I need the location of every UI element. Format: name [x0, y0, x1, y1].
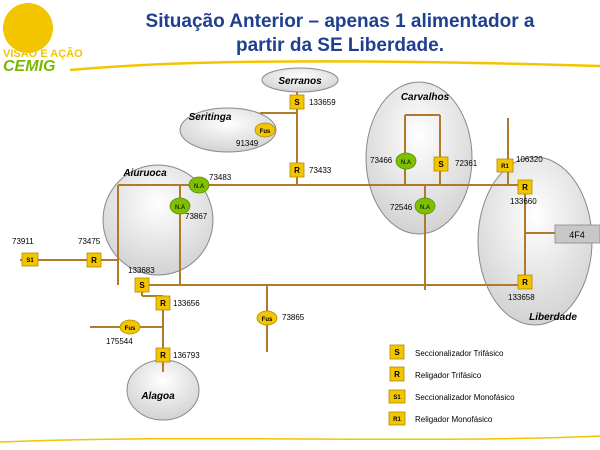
svg-text:Seccionalizador Monofásico: Seccionalizador Monofásico: [415, 393, 515, 402]
title-line-2: partir da SE Liberdade.: [236, 35, 444, 56]
title-line-1: Situação Anterior – apenas 1 alimentador…: [145, 11, 535, 32]
svg-text:S: S: [294, 98, 300, 107]
code-136793: 136793: [173, 351, 200, 360]
code-73466: 73466: [370, 156, 393, 165]
code-73475: 73475: [78, 237, 101, 246]
svg-text:N.A: N.A: [194, 184, 205, 190]
page-title: Situação Anterior – apenas 1 alimentador…: [110, 10, 570, 58]
code-73867: 73867: [185, 212, 208, 221]
r-recloser-136793: R: [155, 347, 171, 363]
substation-aiuruoca-ellipse: [102, 164, 214, 276]
code-73865: 73865: [282, 313, 305, 322]
label-aiuruoca: Aiuruoca: [122, 168, 167, 179]
code-72546: 72546: [390, 203, 413, 212]
fuse-91349: Fus: [254, 122, 276, 138]
label-carvalhos: Carvalhos: [401, 92, 450, 103]
r-recloser-73433: R: [289, 162, 305, 178]
r-recloser-73475: R: [86, 252, 102, 268]
svg-text:Fus: Fus: [262, 317, 273, 323]
code-133659: 133659: [309, 98, 336, 107]
substation-seritinga-ellipse: [179, 107, 277, 153]
svg-text:Fus: Fus: [125, 326, 136, 332]
svg-text:N.A: N.A: [420, 205, 431, 211]
svg-text:R: R: [160, 299, 166, 308]
feeder-4f4-label: 4F4: [569, 230, 585, 240]
svg-text:S: S: [438, 160, 444, 169]
svg-text:S1: S1: [393, 395, 401, 401]
feeder-4f4-box: [554, 224, 600, 244]
r-recloser-133660: R: [517, 179, 533, 195]
label-serranos: Serranos: [278, 76, 322, 87]
svg-text:N.A: N.A: [175, 205, 186, 211]
substation-serranos-ellipse: [261, 67, 339, 93]
legend: S Seccionalizador Trifásico R Religador …: [388, 344, 515, 426]
code-133656: 133656: [173, 299, 200, 308]
substation-carvalhos-ellipse: [365, 81, 473, 235]
r-recloser-133658: R: [517, 274, 533, 290]
na-switch-72546: N.A: [414, 197, 436, 215]
svg-text:S: S: [394, 348, 400, 357]
logo-sun-circle: [3, 3, 53, 53]
svg-text:R: R: [91, 256, 97, 265]
svg-text:R: R: [522, 278, 528, 287]
code-91349: 91349: [236, 139, 259, 148]
svg-text:R1: R1: [501, 164, 509, 170]
svg-text:N.A: N.A: [401, 160, 412, 166]
r1-recloser-106320: R1: [496, 158, 514, 173]
code-73911: 73911: [12, 237, 34, 246]
svg-text:R: R: [394, 370, 400, 379]
svg-text:Seccionalizador Trifásico: Seccionalizador Trifásico: [415, 349, 504, 358]
logo-text-bottom: CEMIG: [3, 58, 56, 75]
svg-text:S: S: [139, 281, 145, 290]
svg-text:Religador Trifásico: Religador Trifásico: [415, 371, 482, 380]
svg-text:Fus: Fus: [260, 129, 271, 135]
svg-text:R1: R1: [393, 417, 401, 423]
na-switch-73483: N.A: [188, 176, 210, 194]
fuse-73865: Fus: [256, 310, 278, 326]
label-seritinga: Seritinga: [189, 112, 232, 123]
header-swoosh: [69, 59, 600, 72]
label-alagoa: Alagoa: [140, 391, 175, 402]
code-133683: 133683: [128, 266, 155, 275]
label-liberdade: Liberdade: [529, 312, 577, 323]
svg-text:S1: S1: [26, 258, 34, 264]
code-133658: 133658: [508, 293, 535, 302]
r-recloser-133656: R: [155, 295, 171, 311]
code-133660: 133660: [510, 197, 537, 206]
code-175544: 175544: [106, 337, 133, 346]
s-switch-aiuruoca: S: [134, 277, 150, 293]
logo-text-top: VISÃO E AÇÃO: [3, 48, 83, 60]
s-switch-carvalhos: S: [433, 156, 449, 172]
legend-item-r1: R1 Religador Monofásico: [388, 411, 493, 426]
code-106320: 106320: [516, 155, 543, 164]
svg-text:Religador Monofásico: Religador Monofásico: [415, 415, 493, 424]
svg-text:R: R: [522, 183, 528, 192]
legend-item-r: R Religador Trifásico: [389, 366, 482, 382]
svg-text:R: R: [160, 351, 166, 360]
s1-switch-73911: S1: [21, 252, 39, 267]
na-switch-73867: N.A: [169, 197, 191, 215]
legend-item-s1: S1 Seccionalizador Monofásico: [388, 389, 515, 404]
code-73483: 73483: [209, 173, 232, 182]
svg-text:R: R: [294, 166, 300, 175]
legend-item-s: S Seccionalizador Trifásico: [389, 344, 504, 360]
code-73433: 73433: [309, 166, 332, 175]
cemig-logo: [3, 3, 53, 53]
s-switch-serranos: S: [289, 94, 305, 110]
fuse-175544: Fus: [119, 319, 141, 335]
code-72361: 72361: [455, 159, 478, 168]
na-switch-73466: N.A: [395, 152, 417, 170]
footer-swoosh: [0, 435, 600, 443]
